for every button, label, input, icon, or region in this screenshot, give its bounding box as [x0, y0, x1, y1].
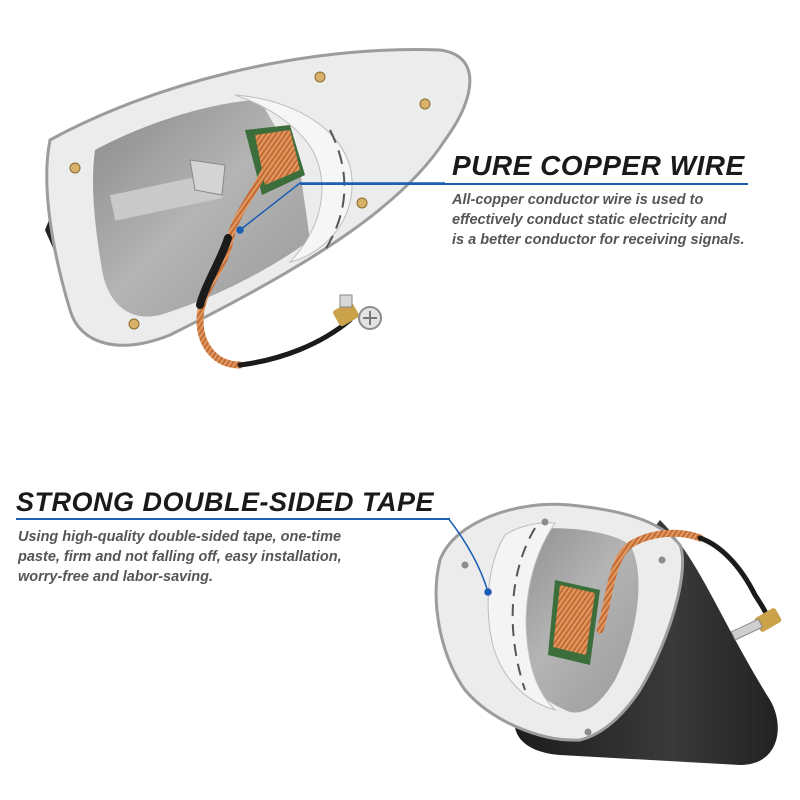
connector-screw-icon — [333, 294, 382, 330]
copper-wire-heading: PURE COPPER WIRE — [452, 150, 745, 181]
tape-description-line: paste, firm and not falling off, easy in… — [18, 549, 342, 565]
bottom-antenna-shark-fin — [434, 502, 782, 765]
tape-description-line: worry-free and labor-saving. — [18, 569, 213, 585]
tape-description-line: Using high-quality double-sided tape, on… — [18, 529, 342, 545]
copper-wire-icon — [196, 166, 353, 369]
connector-screw-icon — [730, 608, 782, 641]
tape-heading-underline — [16, 518, 450, 520]
copper-wire-description: All-copper conductor wire is used to eff… — [452, 190, 745, 250]
mounting-screw-icon — [69, 71, 431, 330]
copper-wire-description-line: All-copper conductor wire is used to — [452, 192, 704, 208]
copper-wire-description-line: is a better conductor for receiving sign… — [452, 232, 745, 248]
mounting-screw-icon — [461, 518, 666, 736]
pcb-board-icon — [548, 580, 600, 665]
copper-wire-heading-underline — [300, 183, 748, 185]
top-antenna-base — [45, 48, 472, 369]
copper-wire-description-line: effectively conduct static electricity a… — [452, 212, 727, 228]
tape-heading: STRONG DOUBLE-SIDED TAPE — [16, 487, 435, 517]
tape-description: Using high-quality double-sided tape, on… — [18, 527, 342, 587]
